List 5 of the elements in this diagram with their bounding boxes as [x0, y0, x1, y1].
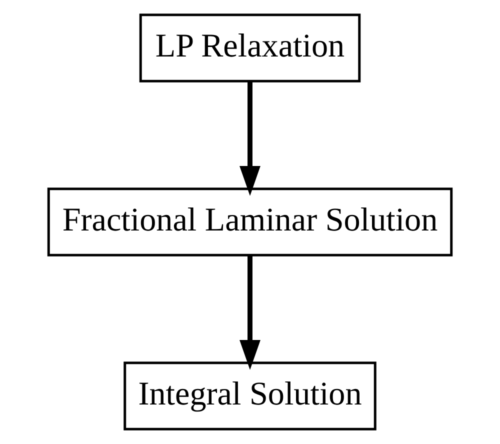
node-box: Fractional Laminar Solution: [47, 188, 453, 256]
node-box: LP Relaxation: [139, 14, 361, 82]
arrow: [240, 256, 260, 370]
arrow: [240, 82, 260, 196]
node-box: Integral Solution: [124, 362, 376, 430]
